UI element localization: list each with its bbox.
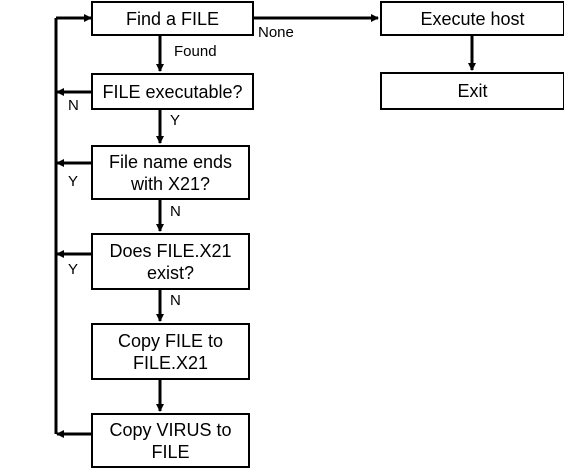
file-executable-box: FILE executable?	[91, 73, 254, 110]
edge-label-ends-yes: Y	[68, 173, 79, 190]
name-ends-x21-box: File name ends with X21?	[91, 145, 250, 200]
edge-label-ends-no: N	[170, 203, 181, 220]
edge-label-found: Found	[174, 43, 217, 60]
copy-virus-box: Copy VIRUS to FILE	[91, 413, 250, 468]
find-file-box: Find a FILE	[91, 1, 254, 36]
edge-label-none: None	[258, 24, 294, 41]
edge-label-executable-no: N	[68, 97, 79, 114]
edge-label-exists-yes: Y	[68, 261, 79, 278]
x21-exists-box: Does FILE.X21 exist?	[91, 233, 250, 290]
edge-label-exists-no: N	[170, 292, 181, 309]
exit-box: Exit	[380, 72, 564, 110]
execute-host-box: Execute host	[380, 1, 564, 36]
edge-label-executable-yes: Y	[170, 112, 181, 129]
copy-file-box: Copy FILE to FILE.X21	[91, 323, 250, 380]
